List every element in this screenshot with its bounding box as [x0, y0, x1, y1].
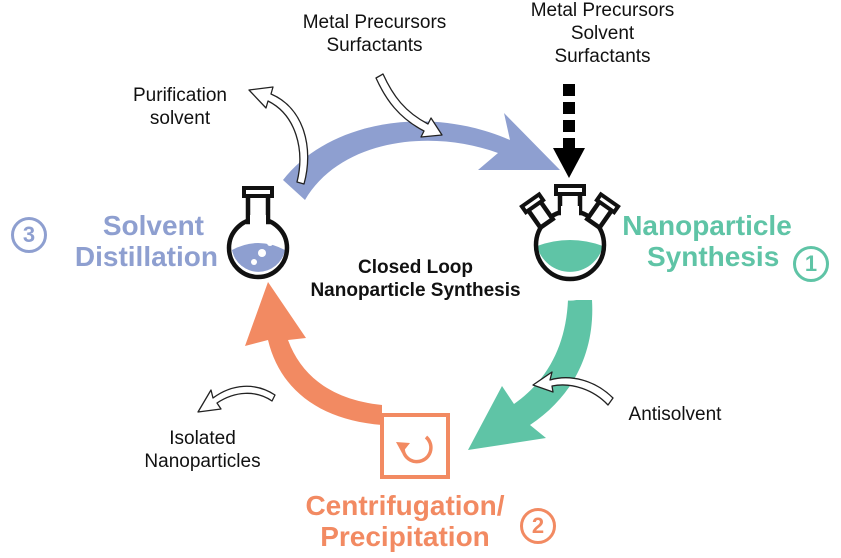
center-title-line1: Closed Loop	[357, 257, 474, 278]
stage-number-2: 2	[520, 508, 556, 544]
synthesis-line1: Nanoparticle	[622, 210, 792, 241]
stage-number-3: 3	[11, 217, 47, 253]
distillation-line2: Distillation	[74, 241, 218, 273]
antisolvent-line1: Antisolvent	[628, 404, 722, 425]
center-title-line2: Nanoparticle Synthesis	[310, 279, 521, 301]
purification-line2: solvent	[149, 107, 211, 129]
output-arrow-purification	[248, 86, 309, 185]
input-top-right-line2: Solvent	[570, 22, 635, 44]
dashed-input-arrow	[553, 84, 585, 178]
isolated-line1: Isolated	[169, 428, 236, 449]
round-bottom-flask-icon	[226, 186, 290, 280]
cycle-arrow-precipitation-to-distillation	[245, 282, 382, 445]
input-top-left-line1: Metal Precursors	[302, 12, 447, 33]
centrifuge-rotate-icon	[380, 413, 450, 479]
input-top-left-line2: Surfactants	[326, 34, 423, 56]
three-neck-flask-icon	[519, 184, 621, 301]
cycle-arrow-distillation-to-synthesis	[283, 113, 560, 200]
center-title: Closed Loop Nanoparticle Synthesis	[268, 257, 563, 303]
input-top-right-line1: Metal Precursors	[530, 0, 675, 21]
synthesis-line2: Synthesis	[647, 241, 780, 273]
precipitation-line2: Precipitation	[320, 521, 490, 553]
purification-line1: Purification	[133, 85, 227, 106]
isolated-line2: Nanoparticles	[144, 450, 261, 472]
stage-label-precipitation: Centrifugation/ Precipitation	[295, 490, 515, 553]
output-arrow-isolated	[197, 385, 276, 413]
cycle-arrow-synthesis-to-precipitation	[468, 300, 593, 450]
stage-label-distillation: Solvent Distillation	[66, 210, 218, 273]
precipitation-line1: Centrifugation/	[305, 490, 505, 521]
output-purification-solvent: Purification solvent	[105, 85, 255, 131]
input-arrow-antisolvent	[532, 371, 614, 406]
distillation-line1: Solvent	[102, 210, 204, 241]
input-top-right: Metal Precursors Solvent Surfactants	[490, 0, 715, 68]
input-arrow-top-left	[375, 73, 443, 138]
input-top-right-line3: Surfactants	[554, 45, 651, 67]
output-isolated-nanoparticles: Isolated Nanoparticles	[120, 428, 285, 474]
input-antisolvent: Antisolvent	[610, 404, 740, 427]
stage-number-1: 1	[793, 246, 829, 282]
input-top-left: Metal Precursors Surfactants	[262, 12, 487, 58]
stage-label-synthesis: Nanoparticle Synthesis	[612, 210, 802, 273]
